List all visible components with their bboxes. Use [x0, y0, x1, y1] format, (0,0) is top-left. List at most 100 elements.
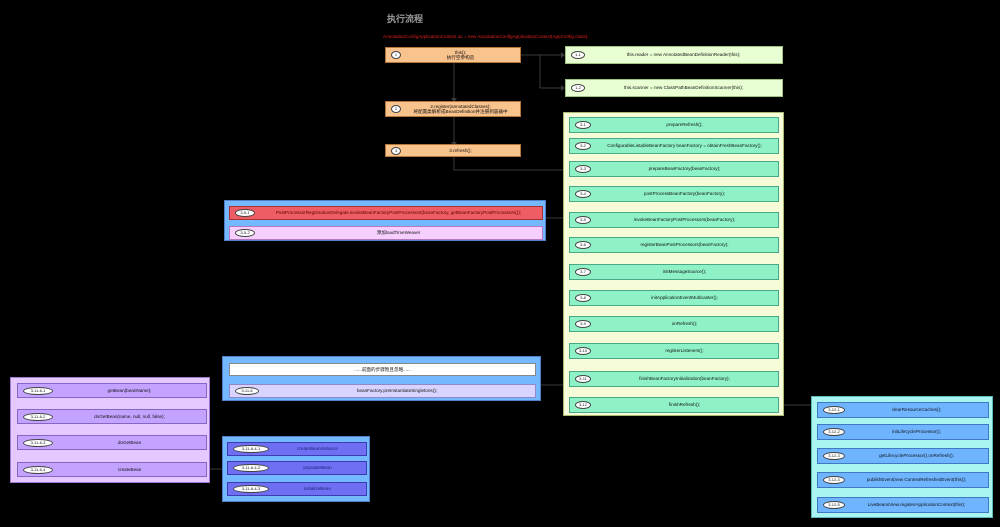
- step-badge: 3-11-6-4-3: [233, 485, 269, 493]
- constructor-step-1-2: 1-2 this.scanner = new ClassPathBeanDefi…: [565, 79, 783, 97]
- step-badge: 2: [391, 105, 401, 113]
- step-text: 3.refresh();: [449, 147, 472, 153]
- step-text: finishRefresh();: [668, 402, 701, 408]
- step-text: this.reader = new AnnotatedBeanDefinitio…: [626, 52, 741, 58]
- finish-refresh-step-1: 3-12-1 clearResourceCaches();: [817, 402, 989, 418]
- get-bean-step-1: 3-11-6-1 getBean(beanName);: [17, 383, 207, 398]
- step-text: doGetBean(name, null, null, false);: [94, 413, 165, 419]
- main-step-3: 3 3.refresh();: [385, 144, 521, 157]
- refresh-step-3-11: 3-11 finishBeanFactoryInitialization(bea…: [569, 371, 779, 387]
- refresh-step-3-6: 3-6 registerBeanPostProcessors(beanFacto…: [569, 237, 779, 253]
- step-badge: 3-7: [575, 268, 591, 276]
- step-text: publishEvent(new ContextRefreshedEvent(t…: [866, 477, 967, 483]
- subtitle-code: AnnotationConfigApplicationContext ac = …: [383, 34, 589, 39]
- step-badge: 3-11-6-4: [23, 465, 53, 474]
- step-text: initApplicationEventMulticaster();: [651, 295, 718, 301]
- step-text: beanFactory.preInstantiateSingletons();: [356, 388, 438, 394]
- refresh-step-3-7: 3-7 initMessageSource();: [569, 264, 779, 280]
- invoke-step-3-5-1: 3-5-1 PostProcessorRegistrationDelegate.…: [229, 206, 543, 220]
- create-bean-step-1: 3-11-6-4-1 createBeanInstance: [227, 442, 367, 456]
- step-badge: 3: [391, 146, 401, 155]
- refresh-step-3-8: 3-8 initApplicationEventMulticaster();: [569, 290, 779, 306]
- step-text: initLifecycleProcessor();: [892, 429, 941, 435]
- step-text: registerBeanPostProcessors(beanFactory);: [640, 242, 729, 248]
- step-text: createBean: [117, 466, 142, 472]
- step-badge: 3-11-6-2: [23, 412, 53, 421]
- refresh-panel: 3-1 prepareRefresh(); 3-2 ConfigurableLi…: [563, 112, 784, 416]
- invoke-step-3-5-2: 3-5-2 添加loadTimeWeaver: [229, 226, 543, 240]
- step-badge: 3-5-1: [235, 209, 255, 217]
- step-badge: 3-2: [575, 142, 591, 150]
- refresh-step-3-10: 3-10 registerListeners();: [569, 343, 779, 359]
- note-text: ......前面的步骤暂且忽略......: [354, 366, 411, 372]
- main-step-2: 2 2.register(annotatedClasses);将配置类解析成Be…: [385, 101, 521, 117]
- step-text: onRefresh();: [671, 321, 698, 327]
- step-badge: 3-12-2: [823, 428, 845, 436]
- finish-refresh-step-3: 3-12-3 getLifecycleProcessor().onRefresh…: [817, 448, 989, 464]
- main-step-1: 1 this();执行空参构造: [385, 47, 521, 63]
- step-badge: 3-9: [575, 320, 591, 328]
- refresh-step-3-9: 3-9 onRefresh();: [569, 316, 779, 332]
- step-text: prepareRefresh();: [666, 122, 703, 128]
- get-bean-step-4: 3-11-6-4 createBean: [17, 462, 207, 477]
- step-text: initializeBean: [303, 486, 332, 492]
- step-text: populateBean: [303, 465, 332, 471]
- finish-refresh-step-2: 3-12-2 initLifecycleProcessor();: [817, 424, 989, 440]
- step-badge: 1-2: [571, 84, 585, 92]
- refresh-step-3-3: 3-3 prepareBeanFactory(beanFactory);: [569, 161, 779, 177]
- get-bean-step-3: 3-11-6-3 doGetBean: [17, 435, 207, 450]
- step-text: getLifecycleProcessor().onRefresh();: [879, 453, 954, 459]
- step-badge: 3-12-5: [823, 501, 845, 509]
- step-badge: 3-8: [575, 294, 591, 302]
- step-text: 2.register(annotatedClasses);将配置类解析成Bean…: [413, 103, 508, 114]
- invoke-panel: 3-5-1 PostProcessorRegistrationDelegate.…: [224, 200, 546, 241]
- create-bean-panel: 3-11-6-4-1 createBeanInstance 3-11-6-4-2…: [222, 436, 370, 502]
- step-badge: 3-12-3: [823, 452, 845, 460]
- get-bean-panel: 3-11-6-1 getBean(beanName); 3-11-6-2 doG…: [10, 377, 210, 483]
- refresh-step-3-1: 3-1 prepareRefresh();: [569, 117, 779, 133]
- step-text: this.scanner = new ClassPathBeanDefiniti…: [623, 85, 744, 91]
- step-badge: 3-3: [575, 165, 591, 173]
- step-text: clearResourceCaches();: [891, 407, 942, 413]
- step-badge: 3-12: [575, 401, 591, 409]
- constructor-step-1-1: 1-1 this.reader = new AnnotatedBeanDefin…: [565, 46, 783, 64]
- refresh-step-3-2: 3-2 ConfigurableListableBeanFactory bean…: [569, 138, 779, 154]
- step-text: getBean(beanName);: [107, 387, 152, 393]
- step-text: finishBeanFactoryInitialization(beanFact…: [639, 376, 730, 382]
- step-text: prepareBeanFactory(beanFactory);: [648, 166, 721, 172]
- step-badge: 3-5-2: [235, 229, 255, 237]
- page-title: 执行流程: [387, 14, 424, 24]
- step-text: doGetBean: [117, 439, 142, 445]
- step-badge: 3-10: [575, 347, 591, 355]
- finish-init-note: ......前面的步骤暂且忽略......: [229, 363, 536, 376]
- step-text: LiveBeansView.registerApplicationContext…: [867, 502, 966, 508]
- step-badge: 3-12-4: [823, 476, 845, 484]
- refresh-step-3-4: 3-4 postProcessBeanFactory(beanFactory);: [569, 186, 779, 202]
- step-text: this();执行空参构造: [446, 49, 475, 60]
- step-text: registerListeners();: [665, 348, 704, 354]
- step-badge: 3-11-6-1: [23, 386, 53, 395]
- connector-3-refresh: [453, 157, 567, 171]
- step-badge: 3-4: [575, 190, 591, 198]
- step-badge: 3-11-6: [235, 387, 259, 395]
- step-text: 添加loadTimeWeaver: [376, 230, 421, 236]
- step-badge: 3-11-6-4-1: [233, 445, 269, 453]
- finish-refresh-step-5: 3-12-5 LiveBeansView.registerApplication…: [817, 497, 989, 513]
- step-text: ConfigurableListableBeanFactory beanFact…: [607, 143, 762, 149]
- finish-refresh-panel: 3-12-1 clearResourceCaches(); 3-12-2 ini…: [811, 396, 993, 518]
- refresh-step-3-5: 3-5 invokeBeanFactoryPostProcessors(bean…: [569, 212, 779, 228]
- finish-init-step-3-11-6: 3-11-6 beanFactory.preInstantiateSinglet…: [229, 384, 536, 398]
- step-badge: 3-1: [575, 121, 591, 129]
- get-bean-step-2: 3-11-6-2 doGetBean(name, null, null, fal…: [17, 409, 207, 424]
- step-text: postProcessBeanFactory(beanFactory);: [643, 191, 726, 197]
- create-bean-step-2: 3-11-6-4-2 populateBean: [227, 461, 367, 475]
- step-text: invokeBeanFactoryPostProcessors(beanFact…: [633, 217, 736, 223]
- refresh-step-3-12: 3-12 finishRefresh();: [569, 397, 779, 413]
- step-badge: 3-5: [575, 216, 591, 224]
- step-badge: 1-1: [571, 51, 585, 59]
- step-badge: 3-11: [575, 375, 591, 383]
- finish-init-panel: ......前面的步骤暂且忽略...... 3-11-6 beanFactory…: [222, 356, 541, 401]
- step-badge: 3-6: [575, 241, 591, 249]
- step-badge: 3-11-6-3: [23, 438, 53, 447]
- step-badge: 3-12-1: [823, 406, 845, 414]
